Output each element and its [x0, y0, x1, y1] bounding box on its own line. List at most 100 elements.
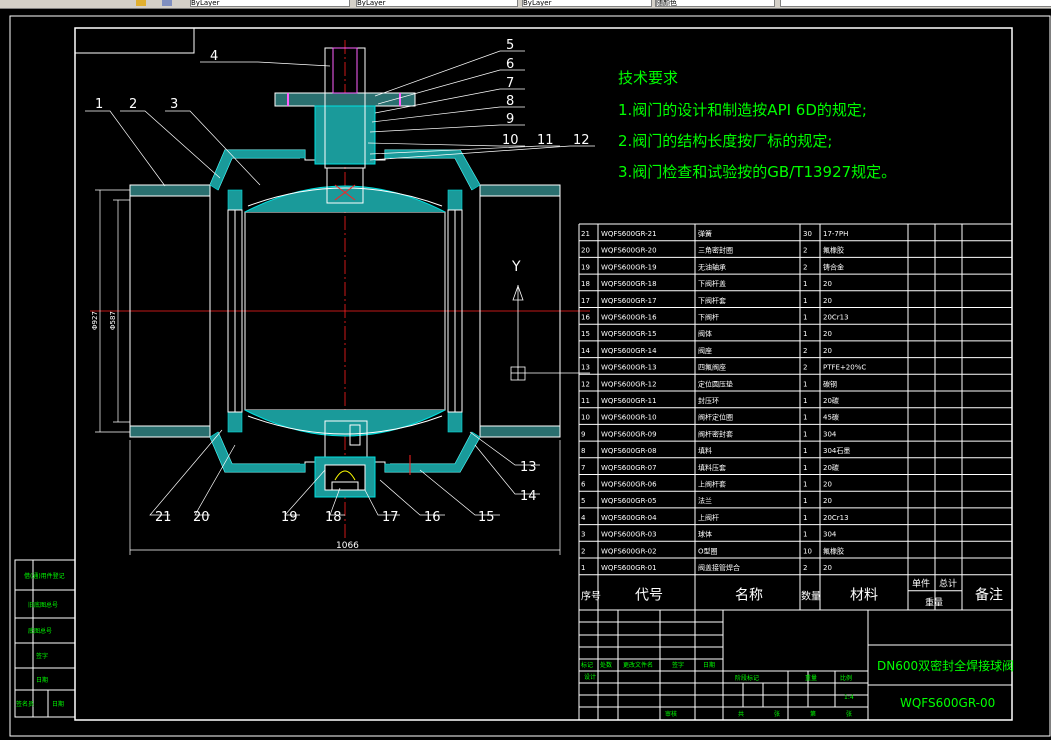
bom-row-no: 10: [581, 414, 590, 422]
bom-row-name: 下阀杆盖: [698, 279, 726, 288]
bom-row-qty: 1: [803, 397, 807, 405]
bom-row-material: 铸合金: [823, 262, 844, 271]
bom-row-name: 球体: [698, 530, 712, 539]
bom-row-material: 20: [823, 280, 832, 288]
balloon-18: 18: [325, 510, 342, 525]
balloon-15: 15: [478, 510, 495, 525]
bom-row-code: WQFS600GR-16: [601, 314, 657, 322]
drawing-border-outer: [9, 15, 1051, 737]
left-sidebar: [14, 559, 76, 718]
bom-row-material: 304: [823, 531, 837, 539]
bom-row-code: WQFS600GR-03: [601, 531, 657, 539]
balloon-20: 20: [193, 510, 210, 525]
bom-row-material: 20碳: [823, 463, 839, 472]
bom-row-no: 19: [581, 263, 590, 271]
layer-icon[interactable]: [136, 0, 146, 6]
bom-row-code: WQFS600GR-07: [601, 464, 657, 472]
bom-row-no: 13: [581, 364, 590, 372]
balloon-19: 19: [281, 510, 298, 525]
lineweight-select[interactable]: ByLayer: [522, 0, 652, 7]
ucs-icon: [510, 284, 590, 381]
bom-row-code: WQFS600GR-18: [601, 280, 657, 288]
balloon-labels: 1 2 3 4 5 6 7 8 9 10 11 12 13 14 15 16 1…: [95, 38, 590, 525]
seat-rings: [227, 209, 463, 413]
bom-header-qty: 数量: [801, 590, 821, 603]
tb-label-scale: 比例: [840, 674, 852, 682]
bom-header-single: 单件: [912, 578, 930, 590]
tech-item-1: 1.阀门的设计和制造按API 6D的规定;: [618, 101, 867, 119]
bom-row-material: PTFE+20%C: [823, 364, 866, 372]
bom-row-qty: 1: [803, 447, 807, 455]
bom-row-code: WQFS600GR-04: [601, 514, 657, 522]
bom-row-qty: 1: [803, 531, 807, 539]
tb-scale-value: 1:4: [844, 694, 854, 701]
tb-label-docname: 更改文件名: [623, 661, 653, 669]
bom-row-material: 氟橡胶: [823, 246, 844, 255]
bom-row-material: 17-7PH: [823, 230, 848, 238]
bom-row-name: 三角密封圈: [698, 246, 733, 255]
bom-header-remark: 备注: [975, 587, 1003, 604]
sidebar-label-5: 日期: [36, 676, 48, 684]
tb-label-mark: 标记: [581, 661, 593, 669]
bom-row-no: 5: [581, 497, 585, 505]
bom-row-no: 6: [581, 481, 586, 489]
bom-row-name: 填料: [698, 446, 712, 455]
technical-requirements: 技术要求 1.阀门的设计和制造按API 6D的规定; 2.阀门的结构长度按厂标的…: [618, 69, 896, 181]
bom-row-code: WQFS600GR-12: [601, 380, 657, 388]
bom-row-name: 封压环: [698, 396, 719, 405]
balloon-7: 7: [506, 76, 514, 91]
right-pipe: [479, 184, 561, 438]
bom-row-material: 20: [823, 497, 832, 505]
bom-row-qty: 1: [803, 514, 807, 522]
bom-row-material: 304石墨: [823, 447, 850, 455]
bom-row-material: 20: [823, 297, 832, 305]
bom-row-code: WQFS600GR-06: [601, 481, 657, 489]
blank-field[interactable]: [780, 0, 1051, 7]
bom-row-qty: 1: [803, 497, 807, 505]
bom-row-code: WQFS600GR-09: [601, 430, 657, 438]
balloon-13: 13: [520, 460, 537, 475]
bom-row-code: WQFS600GR-15: [601, 330, 657, 338]
tb-label-weight: 重量: [805, 674, 817, 682]
balloon-9: 9: [506, 112, 514, 127]
bom-row-no: 11: [581, 397, 590, 405]
bom-row-code: WQFS600GR-19: [601, 263, 657, 271]
bom-row-name: 上阀杆套: [698, 480, 726, 489]
bom-row-qty: 10: [803, 547, 812, 555]
bom-row-qty: 1: [803, 297, 807, 305]
bom-row-name: 下阀杆: [698, 313, 719, 322]
bom-row-no: 9: [581, 430, 585, 438]
bom-row-name: 下阀杆套: [698, 296, 726, 305]
drawing-number: WQFS600GR-00: [900, 696, 995, 710]
bom-row-qty: 2: [803, 364, 807, 372]
tb-label-page: 第: [810, 710, 816, 718]
top-stem: [274, 47, 416, 204]
bom-row-name: 法兰: [698, 496, 712, 505]
bom-row-name: O型圈: [698, 546, 718, 555]
balloon-17: 17: [382, 510, 399, 525]
flange-bolts: [287, 93, 401, 106]
plotstyle-select[interactable]: 随颜色: [655, 0, 775, 7]
sidebar-label-3: 底图总号: [28, 627, 52, 635]
balloon-12: 12: [573, 133, 590, 148]
sidebar-labels: 借(通)用件登记 旧底图总号 底图总号 签字 日期 签名员 日期: [16, 572, 65, 708]
bom-row-material: 304: [823, 430, 837, 438]
balloon-2: 2: [129, 97, 137, 112]
color-select[interactable]: ByLayer: [190, 0, 350, 7]
bom-row-qty: 30: [803, 230, 812, 238]
bom-row-name: 定位圆压垫: [698, 379, 733, 388]
bom-row-code: WQFS600GR-17: [601, 297, 657, 305]
linetype-select[interactable]: ByLayer: [356, 0, 518, 7]
bom-row-no: 17: [581, 297, 590, 305]
bom-row-qty: 1: [803, 430, 807, 438]
bom-row-qty: 1: [803, 464, 807, 472]
layer-state-icon[interactable]: [162, 0, 172, 6]
title-block-labels: 标记 处数 更改文件名 签字 日期 设计 阶段标记 重量 比例 1:4 审核 共…: [581, 661, 854, 718]
bom-row-name: 弹簧: [698, 229, 712, 238]
tech-title: 技术要求: [618, 69, 678, 87]
bom-row-code: WQFS600GR-20: [601, 247, 657, 255]
balloon-5: 5: [506, 38, 514, 53]
tb-label-stage: 阶段标记: [735, 674, 759, 682]
